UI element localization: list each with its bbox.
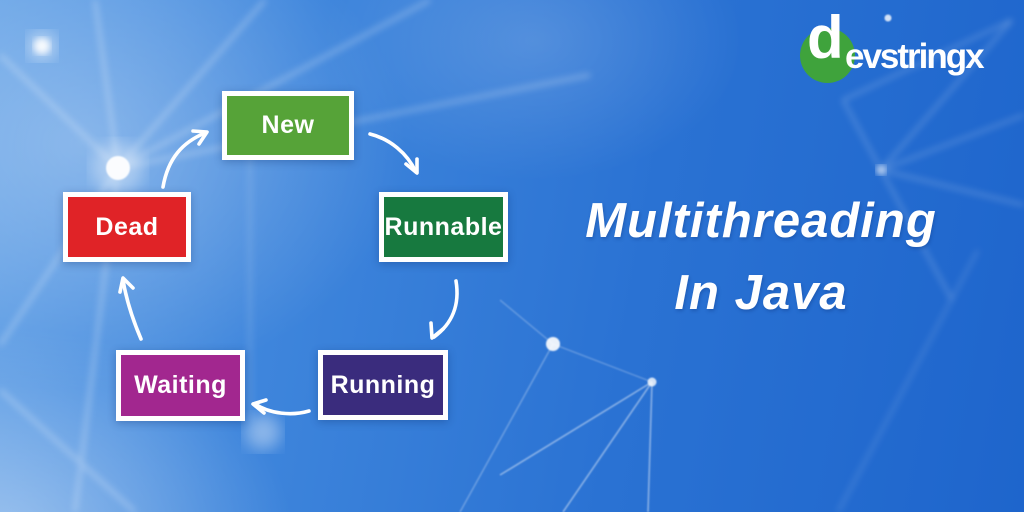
arrow-running-to-waiting	[251, 398, 311, 416]
state-label-runnable: Runnable	[384, 212, 503, 241]
page-title: Multithreading In Java	[536, 190, 986, 324]
arrow-dead-to-new	[161, 129, 209, 189]
state-box-running: Running	[318, 350, 448, 420]
state-box-runnable: Runnable	[379, 192, 508, 262]
devstringx-logo: d evstringx	[798, 8, 998, 88]
state-label-running: Running	[330, 370, 436, 399]
state-label-dead: Dead	[95, 212, 159, 241]
state-box-new: New	[222, 91, 354, 160]
title-line-2: In Java	[674, 266, 848, 320]
state-box-waiting: Waiting	[116, 350, 245, 421]
network-lines	[459, 299, 653, 512]
logo-wordmark: evstringx	[845, 37, 985, 76]
arrow-waiting-to-dead	[118, 276, 143, 341]
state-box-dead: Dead	[63, 192, 191, 262]
logo-letter-d: d	[807, 4, 844, 71]
title-line-1: Multithreading	[585, 194, 937, 248]
state-label-waiting: Waiting	[134, 371, 227, 399]
arrow-new-to-runnable	[368, 132, 419, 175]
arrow-runnable-to-running	[429, 279, 459, 340]
state-label-new: New	[261, 111, 315, 139]
